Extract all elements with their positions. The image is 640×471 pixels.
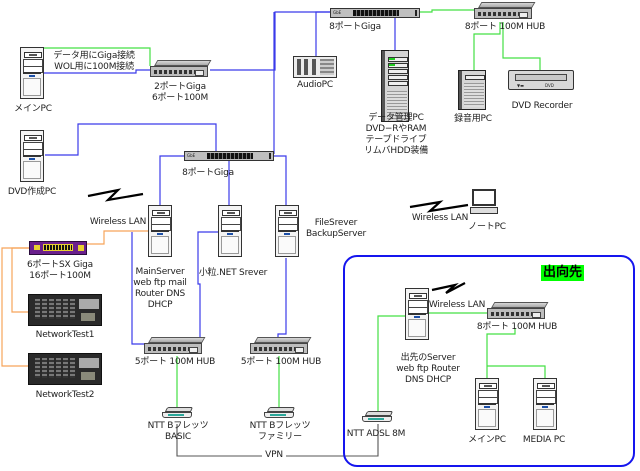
data-pc-server-icon[interactable] xyxy=(381,50,409,122)
laptop-icon[interactable] xyxy=(470,189,498,217)
link-dvdpc-mid-giga xyxy=(45,123,217,156)
link-adsl-remoteserver xyxy=(377,315,405,413)
audio-pc-icon[interactable] xyxy=(293,56,337,78)
link-fileserver-hubB xyxy=(277,258,287,338)
switch-2giga-label: 2ポートGiga 6ポート100M xyxy=(151,82,209,103)
link-remote-mediapc xyxy=(487,365,546,382)
link-hub8-recpc xyxy=(473,22,501,72)
file-server-tower-icon[interactable] xyxy=(275,205,299,257)
wireless-bolt-icon xyxy=(409,200,469,213)
network-test2-server-icon[interactable] xyxy=(28,353,102,385)
switch-sx-label: 6ポートSX Giga 16ポート100M xyxy=(27,260,93,281)
main-pc-tower-icon[interactable] xyxy=(20,47,44,99)
hub-8port-top-label: 8ポート 100M HUB xyxy=(464,22,546,32)
dvd-pc-tower-icon[interactable] xyxy=(20,130,44,182)
note-line-giga: データ用にGiga接続 xyxy=(53,51,135,61)
remote-media-pc-label: MEDIA PC xyxy=(522,435,566,445)
ntt-family-modem-icon[interactable] xyxy=(264,407,296,419)
wireless-bolt-icon xyxy=(87,188,144,202)
net-server-label: 小粒.NET Srever xyxy=(198,268,268,278)
network-test1-label: NetworkTest1 xyxy=(35,330,95,340)
network-test1-server-icon[interactable] xyxy=(28,294,102,326)
switch-2giga-icon[interactable] xyxy=(150,60,212,78)
switch-8giga-mid-icon[interactable]: GbE xyxy=(184,151,274,161)
net-server-tower-icon[interactable] xyxy=(218,205,242,257)
main-pc-label: メインPC xyxy=(14,104,52,114)
link-netserver-hubA xyxy=(197,231,218,344)
wireless-bolt-icon xyxy=(431,282,466,294)
hub-5port-b-icon[interactable] xyxy=(250,337,312,355)
link-audiopc xyxy=(315,11,332,60)
ntt-family-label: NTT Bフレッツ ファミリー xyxy=(249,421,311,442)
ntt-basic-label: NTT Bフレッツ BASIC xyxy=(147,421,209,442)
recording-pc-label: 録音用PC xyxy=(454,114,492,124)
link-hub8-dvdrec xyxy=(502,22,541,70)
remote-wireless-lan-label: Wireless LAN xyxy=(428,300,486,310)
remote-site-box xyxy=(343,255,635,467)
link-mainserver-sx xyxy=(87,230,148,245)
audio-pc-label: AudioPC xyxy=(297,80,333,90)
switch-8giga-top-label: 8ポートGiga xyxy=(329,22,381,32)
data-pc-label: データ管理PC DVD−RやRAM テープドライブ リムバHDD装備 xyxy=(363,113,429,156)
remote-site-tag: 出向先 xyxy=(541,265,585,281)
remote-main-pc-label: メインPC xyxy=(468,435,506,445)
vpn-label: VPN xyxy=(262,450,286,461)
file-server-label: FileSrever BackupServer xyxy=(305,218,367,239)
remote-hub-8port-icon[interactable] xyxy=(487,302,549,320)
link-2giga-to-top-giga xyxy=(210,11,332,71)
link-remotehub-pcs xyxy=(486,328,516,382)
dvd-recorder-label: DVD Recorder xyxy=(511,101,573,111)
hub-5port-a-label: 5ポート 100M HUB xyxy=(134,357,216,367)
link-mid-giga-mainserver xyxy=(159,155,184,206)
network-test2-label: NetworkTest2 xyxy=(35,390,95,400)
hub-5port-a-icon[interactable] xyxy=(144,337,206,355)
ntt-basic-modem-icon[interactable] xyxy=(162,407,194,419)
link-mainpc-giga xyxy=(44,47,151,66)
laptop-label: ノートPC xyxy=(468,222,506,232)
switch-sx-icon[interactable] xyxy=(29,241,87,255)
link-mainserver-hubA xyxy=(131,232,145,345)
link-mainpc-wol xyxy=(44,69,150,74)
switch-8giga-mid-label: 8ポートGiga xyxy=(182,168,234,178)
hub-5port-b-label: 5ポート 100M HUB xyxy=(240,357,322,367)
remote-adsl-modem-icon[interactable] xyxy=(362,411,394,423)
remote-main-pc-tower-icon[interactable] xyxy=(475,378,499,430)
remote-hub-label: 8ポート 100M HUB xyxy=(476,322,558,332)
note-line-wol: WOL用に100M接続 xyxy=(54,62,134,72)
wireless-lan-laptop-label: Wireless LAN xyxy=(411,213,469,223)
dvd-recorder-icon[interactable]: ▼▬DVD xyxy=(508,70,574,90)
remote-server-label: 出先のServer web ftp Router DNS DHCP xyxy=(396,353,460,385)
remote-media-pc-tower-icon[interactable] xyxy=(533,378,557,430)
remote-adsl-label: NTT ADSL 8M xyxy=(346,429,406,439)
main-server-tower-icon[interactable] xyxy=(148,205,172,257)
switch-8giga-top-icon[interactable]: GbE xyxy=(330,8,420,18)
link-giga-to-hub8 xyxy=(420,9,475,13)
main-server-label: MainServer web ftp mail Router DNS DHCP xyxy=(133,267,187,310)
hub-8port-top-icon[interactable] xyxy=(474,2,536,20)
main-pc-link-note: データ用にGiga接続 WOL用に100M接続 xyxy=(48,51,140,73)
wireless-lan-left-label: Wireless LAN xyxy=(89,217,147,227)
dvd-pc-label: DVD作成PC xyxy=(7,187,57,197)
link-sx-nt2 xyxy=(1,247,30,367)
link-mid-giga-fileserver xyxy=(274,155,287,206)
remote-server-tower-icon[interactable] xyxy=(405,288,429,340)
recording-pc-server-icon[interactable] xyxy=(458,70,486,110)
